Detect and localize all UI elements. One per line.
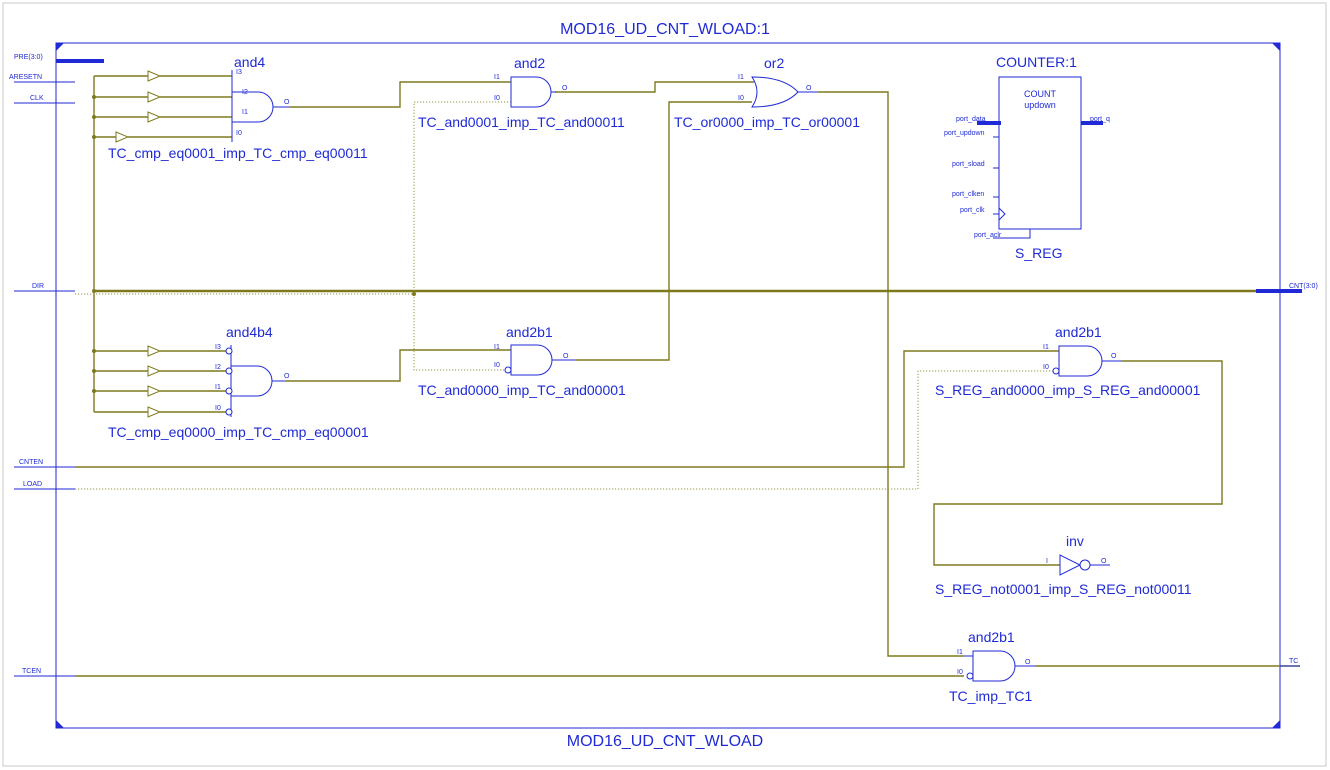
and4-instance-label: TC_cmp_eq0001_imp_TC_cmp_eq00011 (108, 145, 368, 161)
and2-top-type-label: and2 (514, 55, 545, 71)
and4b4-pin-i1: I1 (215, 384, 221, 391)
counter-pin-updown: port_updown (944, 130, 985, 137)
counter-instance-label: S_REG (1015, 245, 1062, 261)
buffer-triangles (115, 70, 162, 418)
and4b4-pin-o: O (284, 373, 290, 380)
inv-instance-label: S_REG_not0001_imp_S_REG_not00011 (935, 581, 1192, 597)
and2b1-mid-instance-label: TC_and0000_imp_TC_and00001 (418, 382, 626, 398)
or2-pin-o: O (806, 85, 812, 92)
and4b4-gate[interactable] (225, 345, 286, 417)
and2b1-tc-pin-i0: I0 (957, 669, 963, 676)
and2b1-sreg-type-label: and2b1 (1055, 324, 1102, 340)
bottom-title: MOD16_UD_CNT_WLOAD (567, 733, 763, 750)
and4-pin-i3: I3 (236, 69, 242, 76)
port-cnt[interactable]: CNT(3:0) (1289, 283, 1318, 290)
and2-top-pin-i0: I0 (494, 95, 500, 102)
and2b1-tc-gate[interactable] (964, 650, 1035, 682)
and2b1-sreg-gate[interactable] (1052, 345, 1121, 377)
counter-inner-count: COUNT (1024, 89, 1056, 99)
module-block[interactable] (55, 42, 1281, 729)
and2-top-instance-label: TC_and0001_imp_TC_and00011 (418, 114, 625, 130)
and2b1-sreg-instance-label: S_REG_and0000_imp_S_REG_and00001 (935, 382, 1201, 398)
and2b1-tc-instance-label: TC_imp_TC1 (949, 688, 1032, 704)
and4b4-type-label: and4b4 (226, 324, 273, 340)
inv-pin-i: I (1046, 558, 1048, 565)
and2b1-tc-pin-i1: I1 (957, 649, 963, 656)
counter-block[interactable] (977, 76, 1103, 239)
and2b1-sreg-pin-i1: I1 (1043, 344, 1049, 351)
port-clk[interactable]: CLK (30, 95, 44, 102)
port-dir[interactable]: DIR (32, 283, 44, 290)
and2b1-mid-pin-i1: I1 (494, 344, 500, 351)
counter-title: COUNTER:1 (996, 54, 1077, 70)
and2b1-mid-gate[interactable] (504, 344, 576, 376)
and2-top-pin-o: O (562, 85, 568, 92)
port-tcen[interactable]: TCEN (22, 668, 41, 675)
and4b4-pin-i3: I3 (215, 344, 221, 351)
and4-gate[interactable] (231, 70, 290, 142)
and2-top-pin-i1: I1 (494, 74, 500, 81)
wires (75, 75, 1300, 677)
and2b1-sreg-pin-o: O (1111, 353, 1117, 360)
counter-pin-clk: port_clk (960, 207, 985, 214)
and4-type-label: and4 (234, 54, 265, 70)
and2-top-gate[interactable] (510, 76, 556, 108)
or2-instance-label: TC_or0000_imp_TC_or00001 (674, 114, 860, 130)
counter-pin-data: port_data (956, 116, 986, 123)
and4-pin-i1: I1 (242, 109, 248, 116)
port-load[interactable]: LOAD (23, 481, 42, 488)
port-cnten[interactable]: CNTEN (19, 459, 43, 466)
counter-pin-aclr: port_aclr (974, 232, 1002, 239)
or2-pin-i1: I1 (738, 74, 744, 81)
or2-gate[interactable] (751, 76, 818, 108)
and4-pin-o: O (284, 99, 290, 106)
top-title: MOD16_UD_CNT_WLOAD:1 (560, 21, 770, 38)
counter-pin-clken: port_clken (952, 191, 984, 198)
counter-pin-sload: port_sload (952, 161, 985, 168)
or2-type-label: or2 (764, 55, 784, 71)
and4b4-pin-i2: I2 (215, 364, 221, 371)
counter-pin-q: port_q (1090, 116, 1110, 123)
and2b1-tc-pin-o: O (1025, 659, 1031, 666)
port-pre[interactable]: PRE(3:0) (14, 54, 43, 61)
and2b1-mid-type-label: and2b1 (506, 324, 553, 340)
junction-dots (92, 95, 416, 393)
inv-pin-o: O (1101, 558, 1107, 565)
and4b4-pin-i0: I0 (215, 405, 221, 412)
port-aresetn[interactable]: ARESETN (9, 74, 42, 81)
or2-pin-i0: I0 (738, 95, 744, 102)
counter-inner-updown: updown (1024, 100, 1056, 110)
and2b1-mid-pin-i0: I0 (494, 362, 500, 369)
inv-gate[interactable] (1059, 554, 1110, 576)
and4-pin-i0: I0 (236, 130, 242, 137)
and2b1-mid-pin-o: O (563, 353, 569, 360)
inv-type-label: inv (1066, 533, 1084, 549)
and2b1-tc-type-label: and2b1 (968, 629, 1015, 645)
port-tc[interactable]: TC (1289, 658, 1298, 665)
input-ports (14, 59, 104, 677)
and4b4-instance-label: TC_cmp_eq0000_imp_TC_cmp_eq00001 (108, 424, 369, 440)
and2b1-sreg-pin-i0: I0 (1043, 364, 1049, 371)
and4-pin-i2: I2 (242, 89, 248, 96)
